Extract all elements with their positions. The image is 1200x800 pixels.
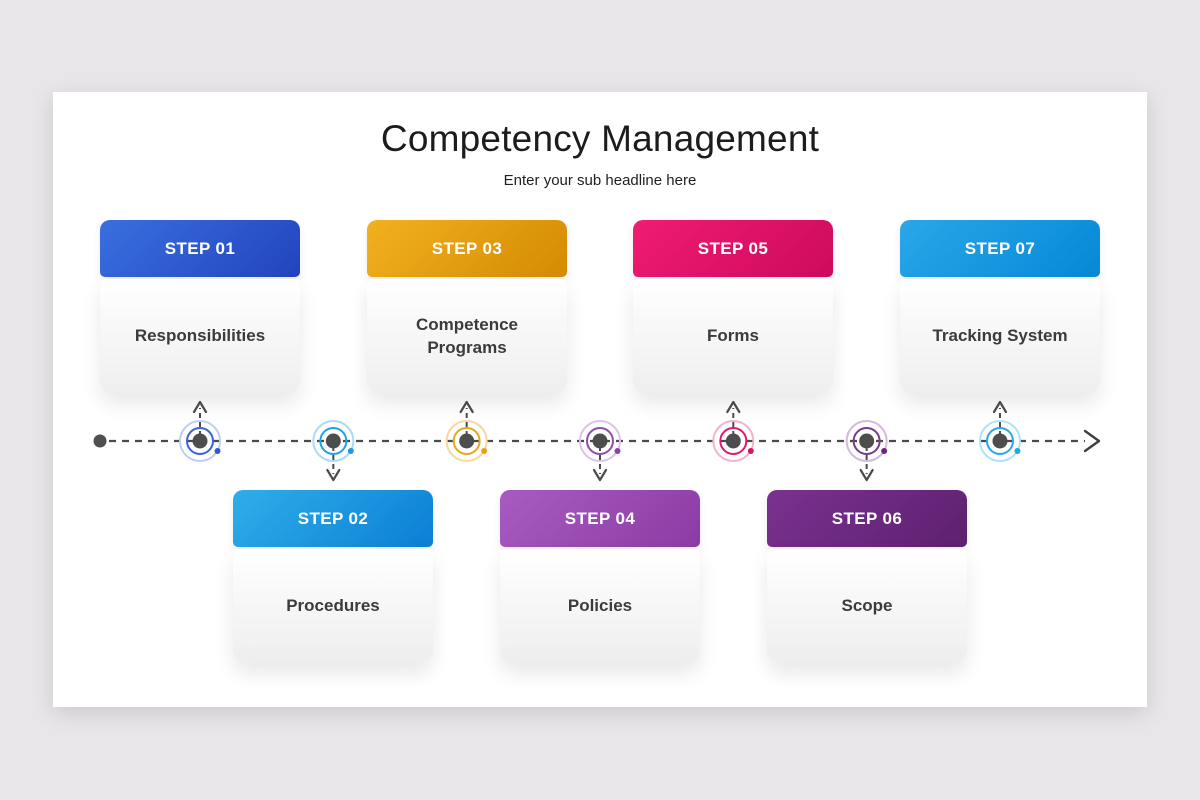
step-name: Forms xyxy=(707,326,759,346)
node-accent-dot xyxy=(747,448,754,454)
node-accent-dot xyxy=(881,448,888,454)
step-name: Scope xyxy=(841,596,893,616)
step-name: Competence Programs xyxy=(415,315,519,357)
step-name: Policies xyxy=(567,596,633,616)
step-label: STEP 05 xyxy=(697,238,769,258)
step-card-02: STEP 02 Procedures xyxy=(233,490,433,664)
node-center-dot xyxy=(725,433,741,449)
node-outer-ring xyxy=(445,420,488,462)
node-outer-ring xyxy=(712,420,755,462)
step-07-header: STEP 07 xyxy=(900,220,1100,277)
step-card-03: STEP 03 Competence Programs xyxy=(367,220,567,394)
node-accent-dot xyxy=(614,448,621,454)
node-inner-ring xyxy=(186,427,214,455)
step-05-header: STEP 05 xyxy=(633,220,833,277)
node-inner-ring xyxy=(985,427,1014,455)
node-center-dot xyxy=(592,433,608,449)
step-card-01: STEP 01 Responsibilities xyxy=(100,220,300,394)
step-05-body: Forms xyxy=(633,279,833,394)
step-03-body: Competence Programs xyxy=(367,279,567,394)
step-name: Responsibilities xyxy=(134,326,266,346)
step-label: STEP 03 xyxy=(431,238,503,258)
slide-canvas: Competency Management Enter your sub hea… xyxy=(53,92,1147,707)
step-label: STEP 06 xyxy=(831,508,903,528)
step-name: Tracking System xyxy=(932,326,1068,346)
node-center-dot xyxy=(192,433,208,449)
node-outer-ring xyxy=(312,420,355,462)
node-center-dot xyxy=(325,433,341,449)
step-label: STEP 01 xyxy=(164,238,236,258)
node-inner-ring xyxy=(319,427,348,455)
down-arrow-icon xyxy=(326,468,341,482)
node-accent-dot xyxy=(347,448,354,454)
step-06-header: STEP 06 xyxy=(767,490,967,547)
node-inner-ring xyxy=(852,427,881,455)
node-inner-ring xyxy=(452,427,481,455)
step-01-body: Responsibilities xyxy=(100,279,300,394)
step-card-04: STEP 04 Policies xyxy=(500,490,700,664)
node-outer-ring xyxy=(978,420,1021,462)
step-04-header: STEP 04 xyxy=(500,490,700,547)
node-outer-ring xyxy=(845,420,888,462)
up-arrow-icon xyxy=(726,400,741,414)
node-accent-dot xyxy=(1014,448,1021,454)
step-04-body: Policies xyxy=(500,549,700,664)
node-accent-dot xyxy=(481,448,488,454)
step-card-07: STEP 07 Tracking System xyxy=(900,220,1100,394)
step-label: STEP 07 xyxy=(964,238,1036,258)
up-arrow-icon xyxy=(992,400,1008,414)
down-arrow-icon xyxy=(859,468,874,482)
step-07-body: Tracking System xyxy=(900,279,1100,394)
timeline xyxy=(93,400,1101,482)
step-01-header: STEP 01 xyxy=(100,220,300,277)
step-02-body: Procedures xyxy=(233,549,433,664)
up-arrow-icon xyxy=(459,400,474,414)
step-06-body: Scope xyxy=(767,549,967,664)
page-title: Competency Management xyxy=(380,118,820,159)
step-02-header: STEP 02 xyxy=(233,490,433,547)
step-name: Procedures xyxy=(286,596,380,616)
step-label: STEP 02 xyxy=(297,508,369,528)
timeline-start-dot xyxy=(93,434,107,448)
node-center-dot xyxy=(859,433,875,449)
node-outer-ring xyxy=(578,420,621,462)
page-subtitle: Enter your sub headline here xyxy=(503,172,697,189)
node-inner-ring xyxy=(585,427,614,455)
node-outer-ring xyxy=(179,420,221,462)
node-inner-ring xyxy=(719,427,748,455)
timeline-end-arrow-icon xyxy=(1083,429,1101,453)
node-center-dot xyxy=(459,433,475,449)
step-card-05: STEP 05 Forms xyxy=(633,220,833,394)
node-accent-dot xyxy=(214,448,221,454)
down-arrow-icon xyxy=(592,468,608,482)
step-03-header: STEP 03 xyxy=(367,220,567,277)
node-center-dot xyxy=(992,433,1008,449)
up-arrow-icon xyxy=(192,400,208,414)
step-card-06: STEP 06 Scope xyxy=(767,490,967,664)
step-label: STEP 04 xyxy=(564,508,636,528)
